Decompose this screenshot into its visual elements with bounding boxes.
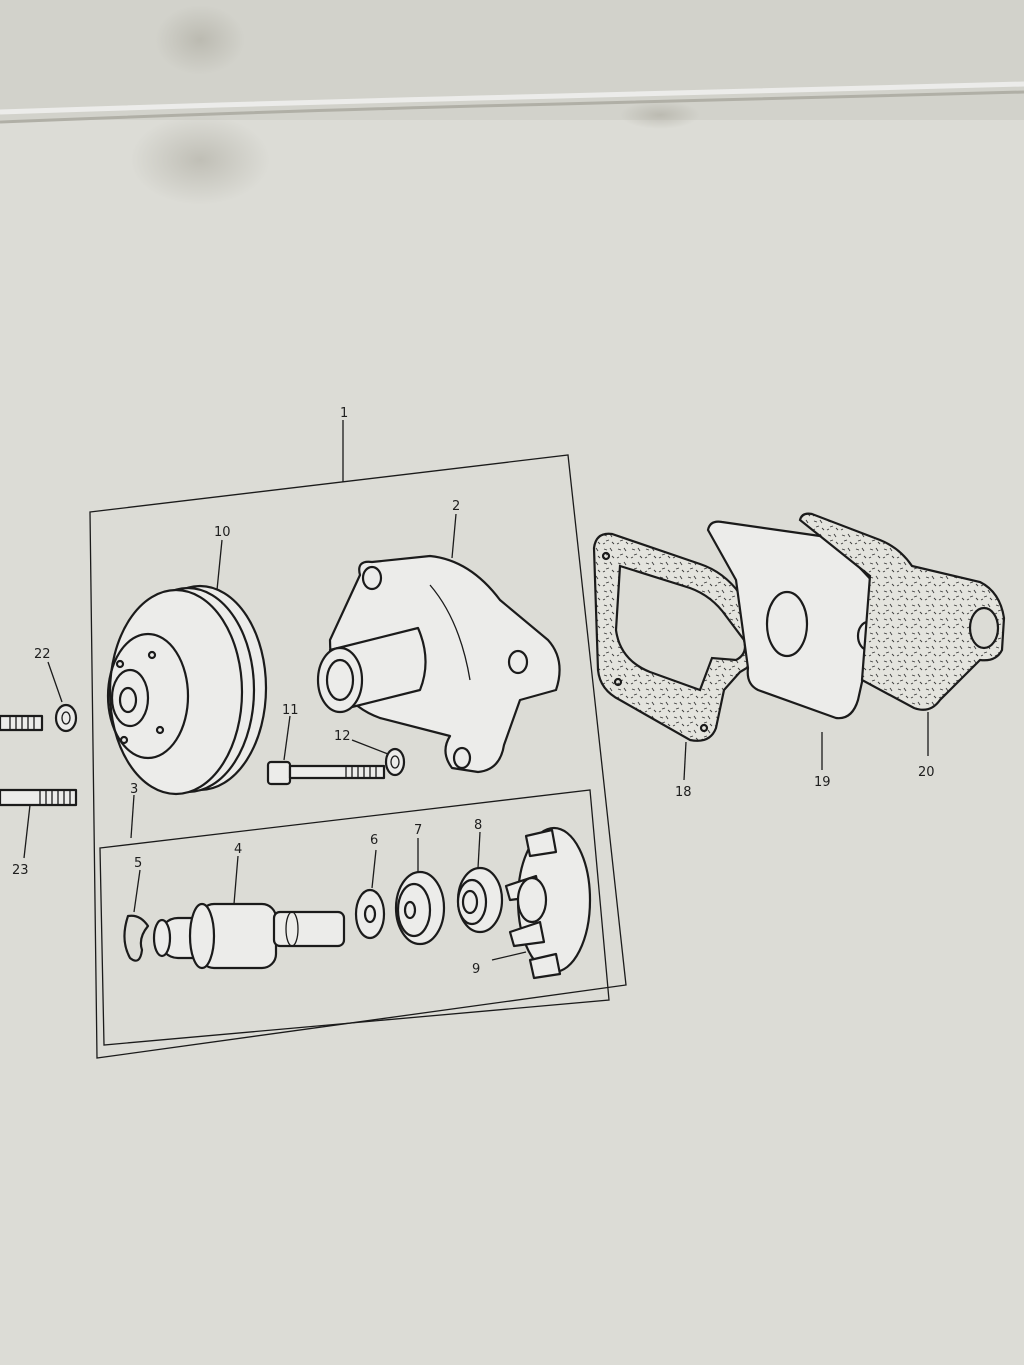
- callout-7: 7: [414, 823, 422, 838]
- callout-19: 19: [814, 775, 831, 790]
- bolt-11: [266, 715, 386, 786]
- callout-9: 9: [472, 962, 480, 977]
- callout-23: 23: [12, 863, 29, 878]
- callout-4: 4: [234, 842, 242, 857]
- stud-upper: [0, 714, 44, 732]
- stud-23: [0, 788, 78, 859]
- callout-2: 2: [452, 499, 460, 514]
- callouts: 1 2 3 4 5 6 7 8 9 10 11 12 18 19 20 22 2…: [12, 406, 935, 977]
- callout-6: 6: [370, 833, 378, 848]
- spindle-4: [152, 855, 346, 970]
- callout-8: 8: [474, 818, 482, 833]
- pump-housing-2: [316, 513, 561, 774]
- impeller-9: [491, 826, 592, 980]
- callout-3: 3: [130, 782, 138, 797]
- callout-18: 18: [675, 785, 692, 800]
- gasket-20: [798, 512, 1006, 756]
- seal-cup-7: [394, 838, 446, 946]
- callout-11: 11: [282, 703, 299, 718]
- callout-20: 20: [918, 765, 935, 780]
- gasket-18: [592, 532, 766, 781]
- clip-5: [123, 869, 150, 962]
- seal-8: [456, 831, 504, 934]
- assembly-outline-1: [89, 420, 627, 1059]
- callout-10: 10: [214, 525, 231, 540]
- callout-1: 1: [340, 406, 348, 421]
- washer-22: [54, 703, 78, 733]
- callout-12: 12: [334, 729, 351, 744]
- lock-washer-12: [351, 739, 406, 777]
- washer-6: [354, 849, 386, 940]
- pulley-hub-10: [106, 539, 268, 796]
- callout-5: 5: [134, 856, 142, 871]
- kit-outline-3: [99, 789, 610, 1046]
- callout-22: 22: [34, 647, 51, 662]
